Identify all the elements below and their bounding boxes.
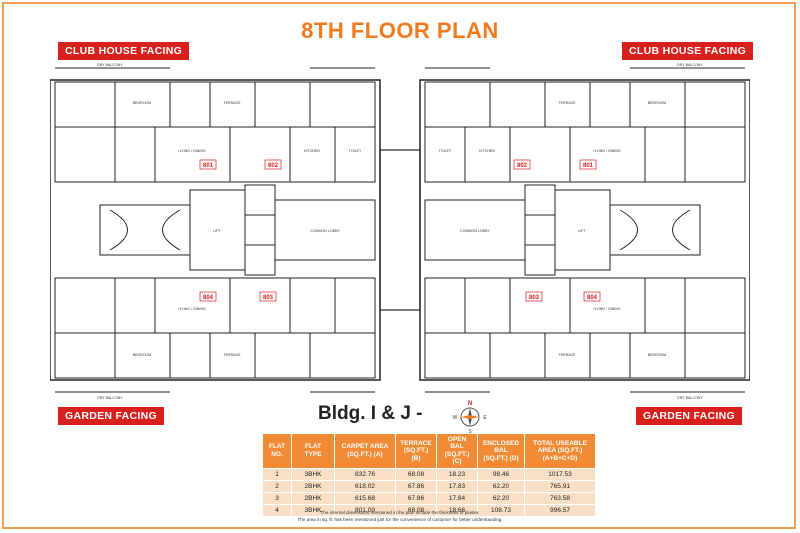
- cell-flat-no: 3: [262, 491, 292, 505]
- cell-carpet-area: 801.09: [334, 503, 396, 517]
- cell-flat-no: 2: [262, 479, 292, 493]
- header-enclosed-bal: ENCLOSED BAL (SQ.FT.) (D): [477, 433, 525, 469]
- cell-flat-type: 3BHK: [291, 467, 335, 481]
- common-lobby-label-left: COMMON LOBBY: [310, 229, 340, 233]
- lift-label-right: LIFT: [578, 229, 586, 233]
- cell-enclosed-bal: 62.20: [477, 491, 525, 505]
- toilet-label-2: TOILET: [439, 149, 452, 153]
- cell-open-bal: 18.23: [436, 467, 478, 481]
- header-terrace: TERRACE (SQ.FT.) (B): [395, 433, 437, 469]
- flat-label-803-right: 803: [529, 295, 540, 301]
- kitchen-label-2: KITCHEN: [479, 149, 495, 153]
- header-total-useable-area: TOTAL USEABLE AREA (SQ.FT.) (A+B+C+D): [524, 433, 596, 469]
- table-row: 4 3BHK 801.09 68.08 18.66 108.73 996.57: [262, 503, 596, 517]
- cell-open-bal: 17.83: [436, 479, 478, 493]
- kitchen-label-1: KITCHEN: [304, 149, 320, 153]
- table-row: 2 2BHK 618.02 67.86 17.83 62.20 765.91: [262, 479, 596, 493]
- terrace-label-4: TERRACE: [558, 353, 576, 357]
- cell-flat-no: 1: [262, 467, 292, 481]
- flat-label-802-right: 802: [517, 163, 528, 169]
- cell-carpet-area: 832.76: [334, 467, 396, 481]
- note-area: The area in sq. ft. has been mentioned j…: [297, 517, 503, 522]
- compass-e: E: [483, 415, 487, 421]
- cell-total-area: 765.91: [524, 479, 596, 493]
- dry-balcony-label-2: DRY BALCONY: [677, 63, 703, 67]
- table-row: 3 2BHK 615.68 67.86 17.84 62.20 763.58: [262, 491, 596, 505]
- cell-open-bal: 17.84: [436, 491, 478, 505]
- cell-terrace: 67.86: [395, 479, 437, 493]
- cell-carpet-area: 618.02: [334, 479, 396, 493]
- badge-club-house-facing-right: CLUB HOUSE FACING: [622, 42, 754, 60]
- compass-n: N: [468, 401, 472, 407]
- badge-garden-facing-left: GARDEN FACING: [58, 407, 164, 425]
- flat-label-803-left: 803: [263, 295, 274, 301]
- bedroom-label-3: BEDROOM: [133, 353, 152, 357]
- cell-terrace: 67.86: [395, 491, 437, 505]
- badge-club-house-facing-left: CLUB HOUSE FACING: [58, 42, 190, 60]
- cell-enclosed-bal: 62.20: [477, 479, 525, 493]
- living-dining-label-3: LIVING / DINING: [178, 307, 206, 311]
- badge-garden-facing-right: GARDEN FACING: [636, 407, 742, 425]
- common-lobby-label-right: COMMON LOBBY: [460, 229, 490, 233]
- floor-plan-drawing: 801 802 802 801 804 803 803 804 COMMON L…: [50, 63, 750, 400]
- cell-total-area: 763.58: [524, 491, 596, 505]
- header-open-bal: OPEN BAL (SQ.FT.) (C): [436, 433, 478, 469]
- dry-balcony-label-3: DRY BALCONY: [97, 396, 123, 400]
- building-label: Bldg. I & J -: [318, 403, 423, 424]
- living-dining-label-2: LIVING / DINING: [593, 149, 621, 153]
- lift-label-left: LIFT: [213, 229, 221, 233]
- cell-open-bal: 18.66: [436, 503, 478, 517]
- living-dining-label-1: LIVING / DINING: [178, 149, 206, 153]
- terrace-label-2: TERRACE: [558, 101, 576, 105]
- toilet-label-1: TOILET: [349, 149, 362, 153]
- cell-flat-type: 2BHK: [291, 491, 335, 505]
- cell-enclosed-bal: 98.46: [477, 467, 525, 481]
- table-row: 1 3BHK 832.76 68.08 18.23 98.46 1017.53: [262, 467, 596, 481]
- flat-label-804-left: 804: [203, 295, 214, 301]
- note-plaster: The internal dimensions mentioned in the…: [320, 510, 480, 515]
- cell-flat-type: 2BHK: [291, 479, 335, 493]
- dry-balcony-label-4: DRY BALCONY: [677, 396, 703, 400]
- terrace-label-1: TERRACE: [223, 101, 241, 105]
- bedroom-label-1: BEDROOM: [133, 101, 152, 105]
- compass-icon: N S W E: [453, 401, 488, 433]
- header-carpet-area: CARPET AREA (SQ.FT.) (A): [334, 433, 396, 469]
- compass-w: W: [453, 415, 458, 421]
- area-table: FLAT NO. FLAT TYPE CARPET AREA (SQ.FT.) …: [262, 433, 596, 517]
- area-table-header-row: FLAT NO. FLAT TYPE CARPET AREA (SQ.FT.) …: [262, 433, 596, 469]
- cell-terrace: 68.08: [395, 503, 437, 517]
- flat-label-804-right: 804: [587, 295, 598, 301]
- flat-label-802-left: 802: [268, 163, 279, 169]
- terrace-label-3: TERRACE: [223, 353, 241, 357]
- cell-terrace: 68.08: [395, 467, 437, 481]
- flat-label-801-left: 801: [203, 163, 214, 169]
- living-dining-label-4: LIVING / DINING: [593, 307, 621, 311]
- flat-label-801-right: 801: [583, 163, 594, 169]
- cell-total-area: 1017.53: [524, 467, 596, 481]
- compass-s: S: [468, 429, 472, 433]
- cell-total-area: 996.57: [524, 503, 596, 517]
- header-flat-no: FLAT NO.: [262, 433, 292, 469]
- dry-balcony-label-1: DRY BALCONY: [97, 63, 123, 67]
- bedroom-label-2: BEDROOM: [648, 101, 667, 105]
- header-flat-type: FLAT TYPE: [291, 433, 335, 469]
- page-title: 8TH FLOOR PLAN: [301, 18, 499, 43]
- cell-flat-type: 3BHK: [291, 503, 335, 517]
- cell-carpet-area: 615.68: [334, 491, 396, 505]
- bedroom-label-4: BEDROOM: [648, 353, 667, 357]
